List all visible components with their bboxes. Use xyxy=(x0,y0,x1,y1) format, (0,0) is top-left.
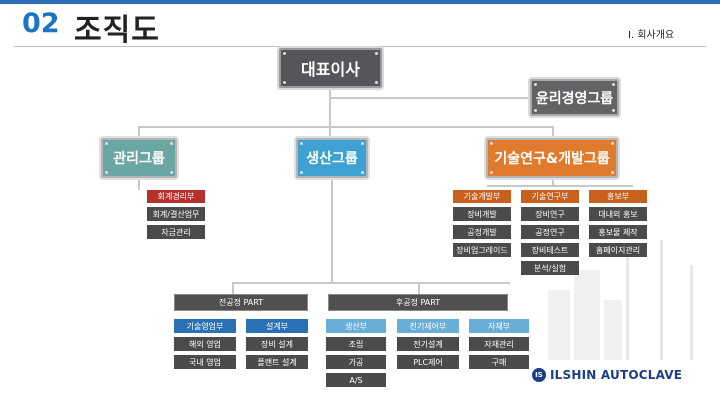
production-group-box[interactable]: 생산그룹 xyxy=(296,138,368,178)
dept-item[interactable]: 장비 설계 xyxy=(246,337,308,351)
rnd-group-box[interactable]: 기술연구&개발그룹 xyxy=(486,138,618,178)
pre-process-part-box[interactable]: 전공정 PART xyxy=(174,294,308,311)
rivet-decoration xyxy=(361,171,364,174)
ceo-label: 대표이사 xyxy=(301,60,360,79)
dept-item[interactable]: 자재관리 xyxy=(469,337,529,351)
rivet-decoration xyxy=(300,171,303,174)
dept-item[interactable]: 자금관리 xyxy=(147,225,205,239)
connector-ceo-down xyxy=(329,90,331,138)
header-divider xyxy=(14,46,706,47)
connector-rnd-down xyxy=(552,178,554,186)
production-group-label: 생산그룹 xyxy=(306,151,358,167)
dept-head-accounting[interactable]: 회계경리부 xyxy=(147,190,205,203)
connector-post-part xyxy=(418,282,420,294)
dept-item[interactable]: PLC제어 xyxy=(397,355,459,369)
logo-mark-icon: IS xyxy=(532,368,546,382)
rivet-decoration xyxy=(490,171,493,174)
breadcrumb: Ⅰ. 회사개요 xyxy=(628,30,675,41)
company-logo: IS ILSHIN AUTOCLAVE xyxy=(532,364,702,386)
dept-head-materials[interactable]: 자재부 xyxy=(469,319,529,333)
rivet-decoration xyxy=(375,81,378,84)
logo-text: ILSHIN AUTOCLAVE xyxy=(550,368,683,382)
dept-head-electrical[interactable]: 전기제어부 xyxy=(397,319,459,333)
page-title: 조직도 xyxy=(74,13,160,48)
rivet-decoration xyxy=(283,52,286,55)
rivet-decoration xyxy=(170,171,173,174)
dept-item[interactable]: 장비개발 xyxy=(453,207,511,221)
rivet-decoration xyxy=(105,142,108,145)
dept-item[interactable]: 장비연구 xyxy=(521,207,579,221)
connector-management xyxy=(138,126,140,138)
connector-parts-horizontal xyxy=(232,282,510,284)
rivet-decoration xyxy=(534,109,537,112)
connector-ethics xyxy=(331,97,530,99)
rivet-decoration xyxy=(611,142,614,145)
connector-pre-part xyxy=(232,282,234,294)
dept-head-design[interactable]: 설계부 xyxy=(246,319,308,333)
dept-head-pr[interactable]: 홍보부 xyxy=(589,190,647,203)
dept-item[interactable]: 해외 영업 xyxy=(174,337,236,351)
rnd-group-label: 기술연구&개발그룹 xyxy=(494,151,610,167)
dept-item[interactable]: 공정연구 xyxy=(521,225,579,239)
dept-item[interactable]: 전기설계 xyxy=(397,337,459,351)
rivet-decoration xyxy=(105,171,108,174)
top-accent-bar xyxy=(0,0,720,4)
dept-item[interactable]: 공정개발 xyxy=(453,225,511,239)
management-group-box[interactable]: 관리그룹 xyxy=(101,138,177,178)
dept-item[interactable]: 장비테스트 xyxy=(521,243,579,257)
dept-item[interactable]: 회계/결산업무 xyxy=(147,207,205,221)
section-number: 02 xyxy=(22,8,60,39)
dept-item[interactable]: 대내외 홍보 xyxy=(589,207,647,221)
connector-management-down xyxy=(138,178,140,190)
post-process-part-box[interactable]: 후공정 PART xyxy=(328,294,508,311)
rivet-decoration xyxy=(490,142,493,145)
dept-item[interactable]: 홈페이지관리 xyxy=(589,243,647,257)
dept-head-production[interactable]: 생산부 xyxy=(326,319,386,333)
rivet-decoration xyxy=(611,171,614,174)
dept-head-tech-dev[interactable]: 기술개발부 xyxy=(453,190,511,203)
rivet-decoration xyxy=(361,142,364,145)
dept-item[interactable]: 국내 영업 xyxy=(174,355,236,369)
dept-item[interactable]: 장비업그레이드 xyxy=(453,243,511,257)
dept-item[interactable]: 홍보물 제작 xyxy=(589,225,647,239)
management-group-label: 관리그룹 xyxy=(113,151,165,167)
dept-item[interactable]: 가공 xyxy=(326,355,386,369)
rivet-decoration xyxy=(283,81,286,84)
rivet-decoration xyxy=(612,109,615,112)
connector-rnd xyxy=(552,126,554,138)
dept-head-tech-research[interactable]: 기술연구부 xyxy=(521,190,579,203)
dept-item[interactable]: A/S xyxy=(326,373,386,387)
dept-item[interactable]: 분석/실험 xyxy=(521,261,579,275)
rivet-decoration xyxy=(612,83,615,86)
ethics-group-box[interactable]: 윤리경영그룹 xyxy=(530,79,619,116)
ethics-group-label: 윤리경영그룹 xyxy=(535,90,614,107)
dept-item[interactable]: 조립 xyxy=(326,337,386,351)
connector-groups-horizontal xyxy=(138,126,554,128)
rivet-decoration xyxy=(170,142,173,145)
rivet-decoration xyxy=(300,142,303,145)
rivet-decoration xyxy=(375,52,378,55)
dept-item[interactable]: 구매 xyxy=(469,355,529,369)
ceo-box[interactable]: 대표이사 xyxy=(279,48,382,88)
rivet-decoration xyxy=(534,83,537,86)
dept-head-sales[interactable]: 기술영업부 xyxy=(174,319,236,333)
connector-rnd-departments xyxy=(487,185,633,187)
dept-item[interactable]: 플랜트 설계 xyxy=(246,355,308,369)
connector-production-down xyxy=(331,178,333,282)
